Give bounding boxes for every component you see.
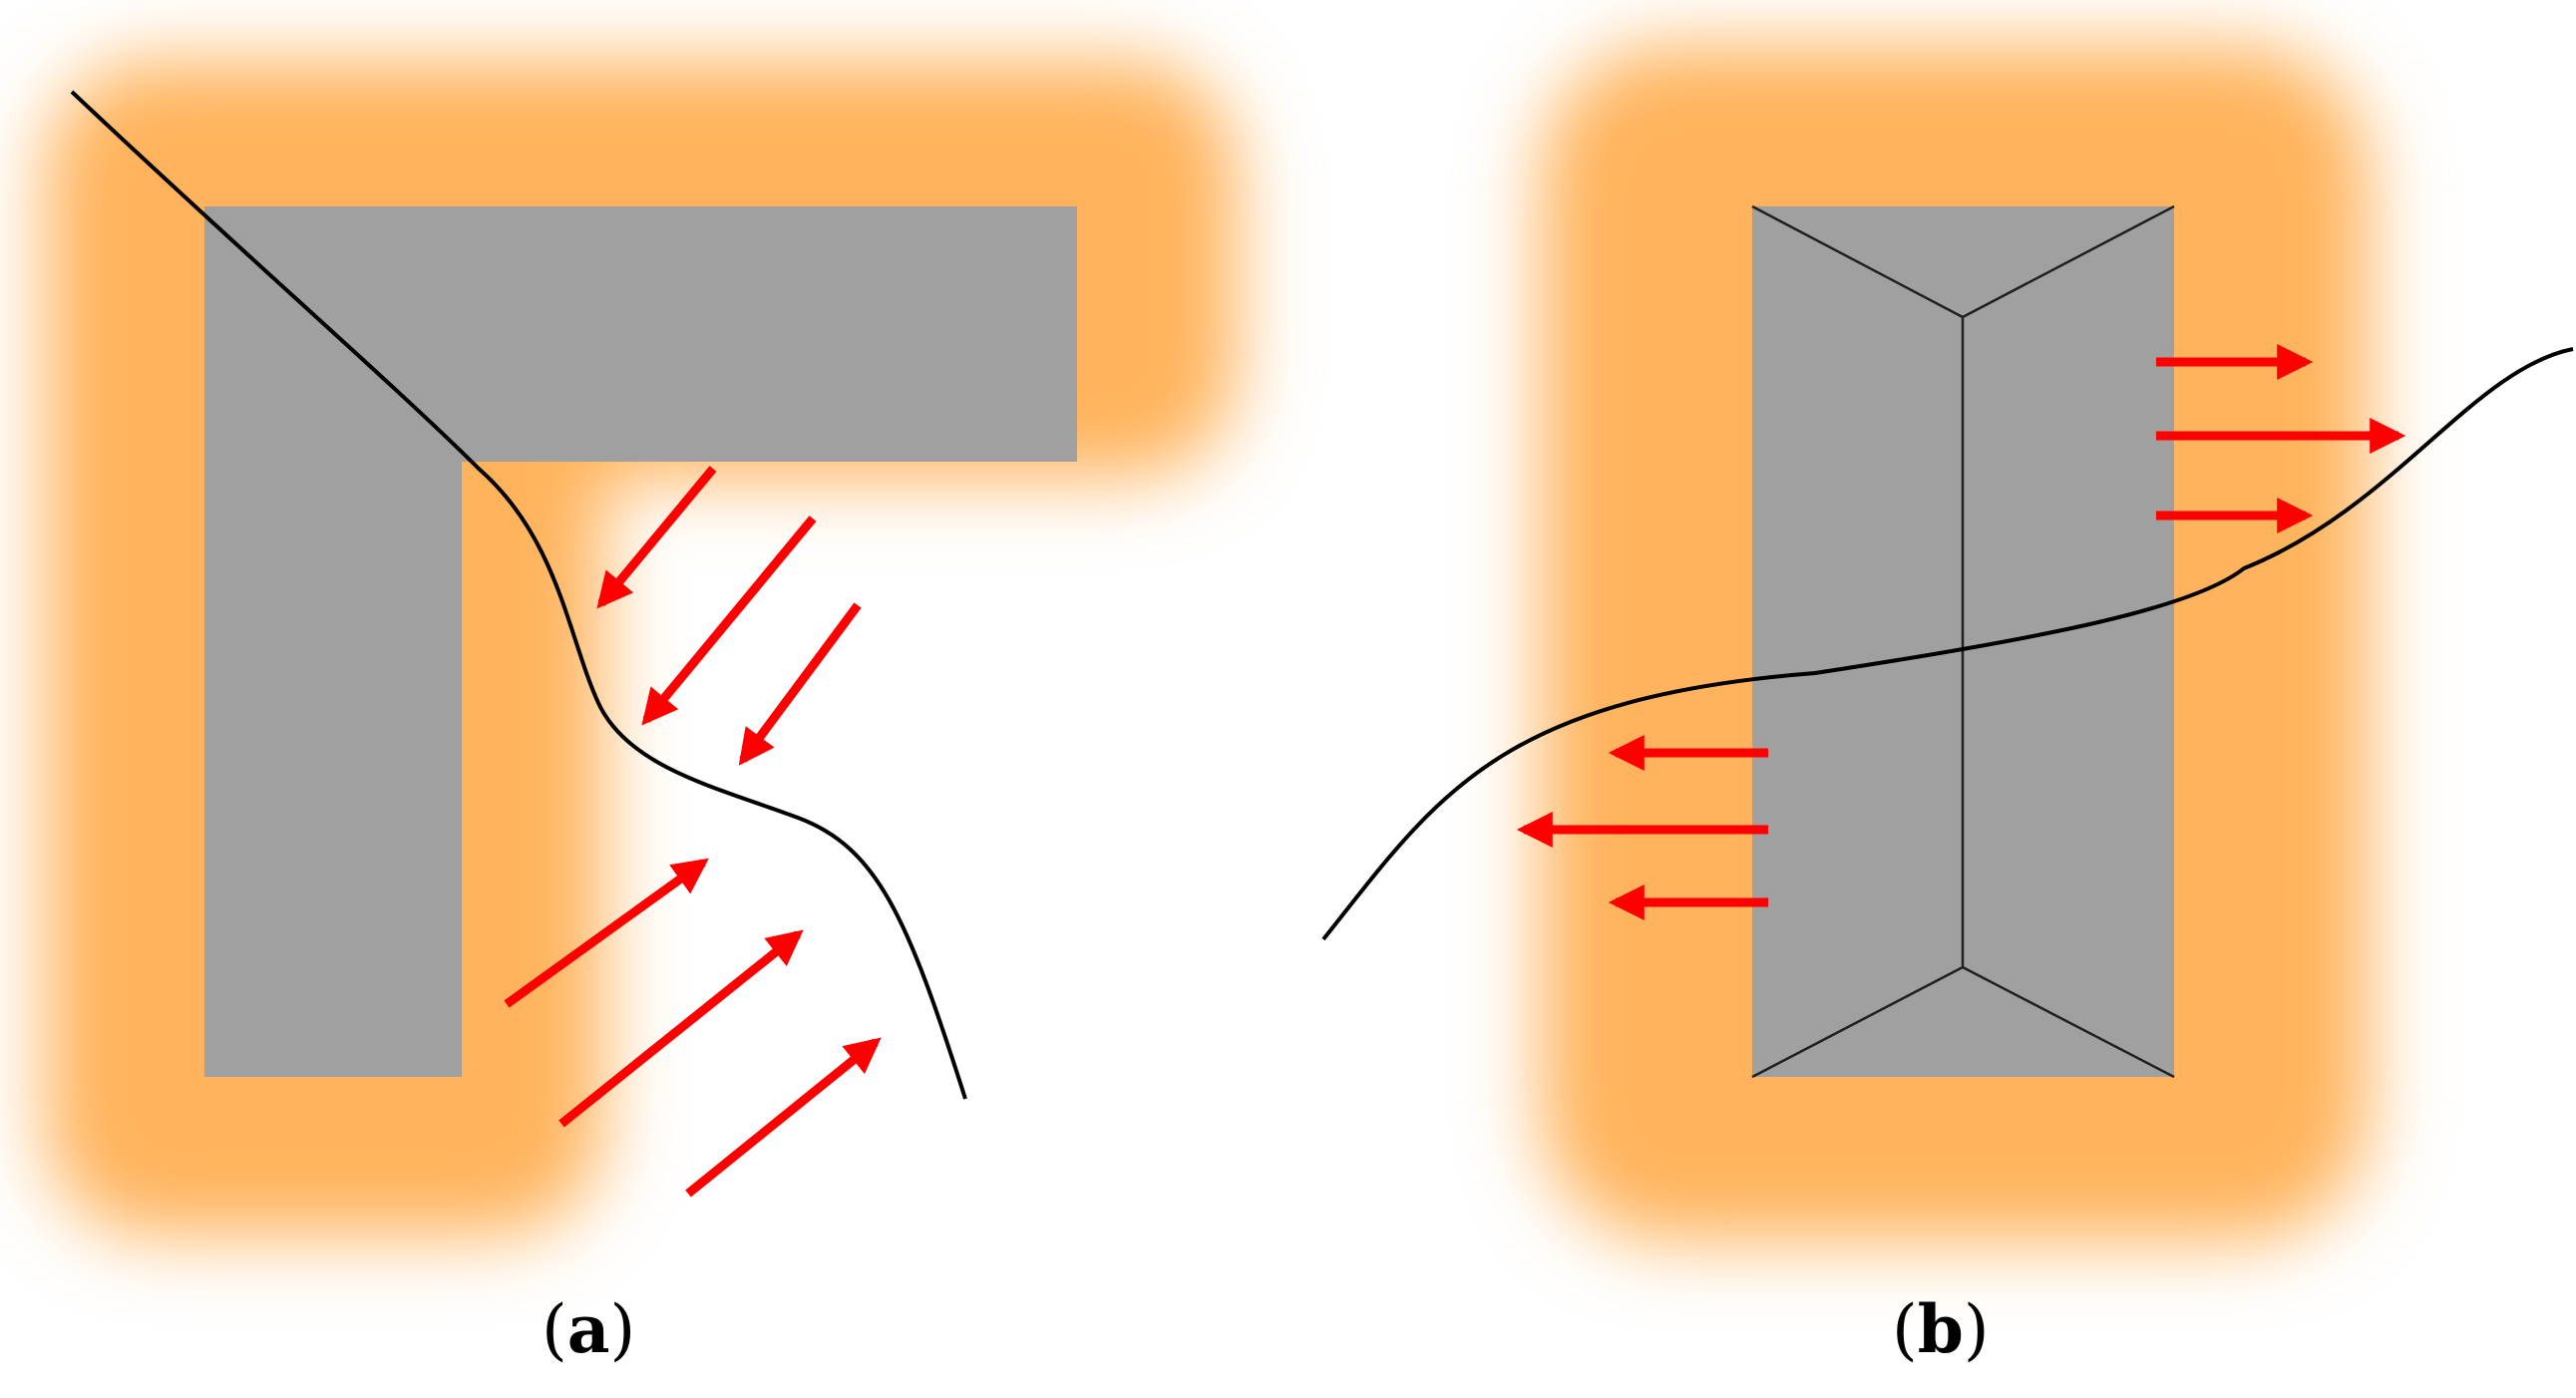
caption-a: (a) bbox=[542, 1296, 635, 1363]
arrow-a-5 bbox=[558, 929, 804, 1128]
panel-a bbox=[45, 60, 1237, 1236]
arrow-a-4 bbox=[504, 858, 709, 1008]
panel-b-curve bbox=[1321, 347, 2574, 941]
arrow-a-2 bbox=[641, 516, 817, 726]
caption-b-letter: b bbox=[1917, 1290, 1964, 1368]
caption-a-close: ) bbox=[609, 1291, 636, 1368]
panel-b bbox=[1321, 45, 2574, 1241]
caption-b-close: ) bbox=[1963, 1291, 1990, 1368]
l-shaped-building bbox=[204, 206, 1077, 1077]
arrow-a-6 bbox=[685, 1037, 882, 1198]
arrow-a-1 bbox=[596, 466, 717, 609]
caption-a-letter: a bbox=[566, 1290, 610, 1368]
panel-a-curve bbox=[70, 90, 967, 1100]
caption-a-open: ( bbox=[542, 1291, 567, 1368]
arrow-a-3 bbox=[738, 602, 862, 766]
caption-b-open: ( bbox=[1892, 1291, 1918, 1368]
roof-ridge-lines bbox=[1751, 204, 2175, 1079]
caption-b: (b) bbox=[1892, 1296, 1990, 1363]
